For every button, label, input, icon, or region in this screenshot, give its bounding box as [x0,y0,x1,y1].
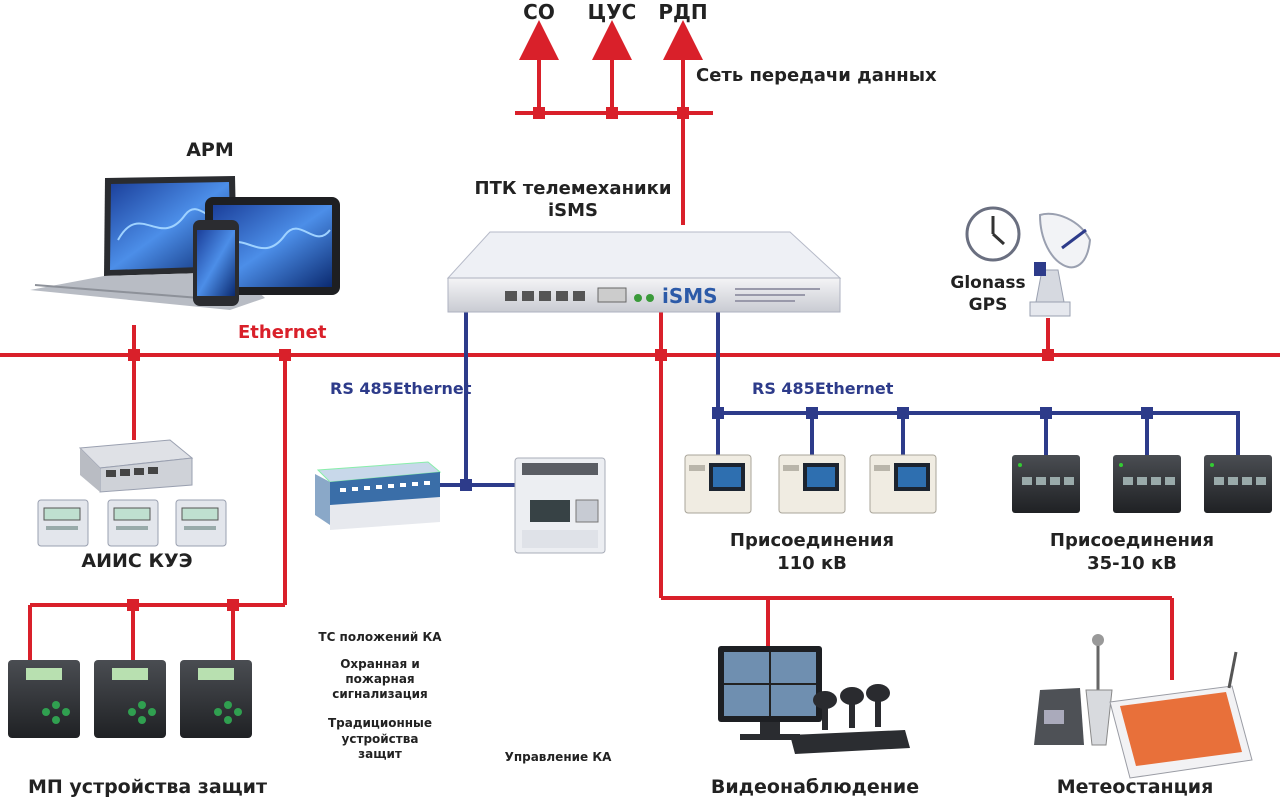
satellite-dish-icon [1029,212,1092,317]
video-surveillance-icon [718,646,910,754]
arm-devices-icon [30,176,340,310]
arm-label: АРМ [186,139,234,161]
note-control: Управление КА [504,750,612,764]
note-security-l3: сигнализация [332,687,428,701]
data-network-label: Сеть передачи данных [696,65,937,86]
aiis-label: АИИС КУЭ [81,550,193,572]
weather-station-icon [1034,634,1253,779]
rs485-nodes [460,407,1153,491]
note-security-l1: Охранная и [340,657,420,671]
server-brand-text: iSMS [662,284,718,308]
bay-35kv-units-icon [1012,455,1272,513]
mp-label: МП устройства защит [28,776,267,798]
note-traditional-l1: Традиционные [327,716,433,730]
server-title-line1: ПТК телемеханики [474,178,672,199]
gps-label-line2: GPS [968,295,1008,315]
output-cus-label: ЦУС [587,0,637,24]
rs485-right-label: RS 485Ethernet [752,379,894,398]
output-so-label: СО [523,0,555,24]
bay-110kv-units-icon [684,454,937,514]
note-security-l2: пожарная [345,672,415,686]
note-traditional-l2: устройства [341,732,419,746]
video-label: Видеонаблюдение [710,776,920,798]
io-module-icon [315,461,442,530]
electricity-meters-icon [37,499,227,547]
ethernet-bus [0,305,1280,680]
clock-icon [965,206,1021,262]
bay110-label-line2: 110 кВ [777,553,847,574]
bay35-label-line2: 35-10 кВ [1087,553,1177,574]
server-title-line2: iSMS [547,200,598,221]
gps-label-line1: Glonass [950,273,1026,293]
plc-controller-icon [514,457,606,554]
meteo-label: Метеостанция [1056,776,1214,798]
aiis-router-icon [78,439,194,493]
protection-relays-icon [8,660,252,738]
bay110-label-line1: Присоединения [729,530,895,551]
bay35-label-line1: Присоединения [1049,530,1215,551]
rs485-left-label: RS 485Ethernet [330,379,472,398]
ethernet-label: Ethernet [238,322,327,343]
ethernet-nodes [127,349,1054,611]
note-tc: ТС положений КА [318,630,442,644]
isms-server-icon: iSMS [446,231,842,313]
output-rdp-label: РДП [658,0,708,24]
note-traditional-l3: защит [358,747,402,761]
data-network-nodes [533,107,689,119]
